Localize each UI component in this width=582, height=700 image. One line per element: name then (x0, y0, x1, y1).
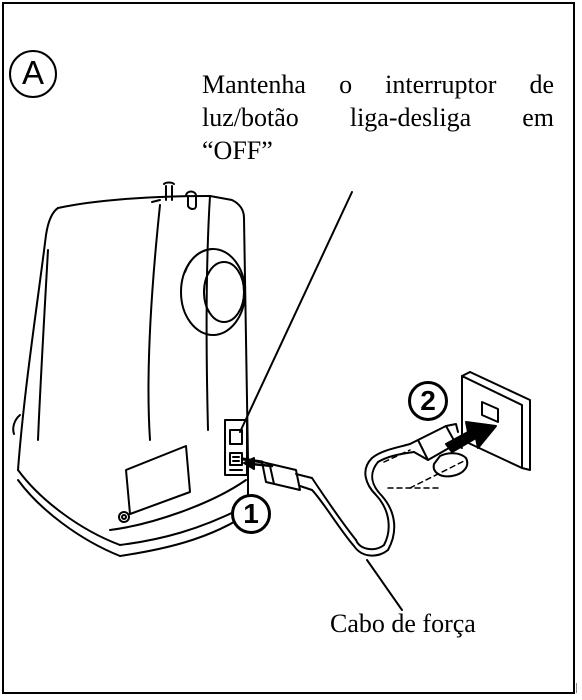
switch-leader-line (239, 191, 353, 433)
cord-leader-line (366, 559, 403, 611)
wall-plug-icon (409, 423, 469, 478)
panel-letter-label: A (9, 50, 57, 98)
illustration-frame (2, 2, 575, 694)
guide-dashes (383, 449, 467, 489)
arrow-1-head-icon (243, 457, 255, 470)
power-cord-caption: Cabo de força (330, 609, 476, 638)
instruction-line-3: “OFF” (202, 136, 273, 165)
step-2-badge: 2 (408, 381, 448, 421)
step-1-badge: 1 (231, 494, 271, 534)
edge-mark (576, 683, 577, 693)
instruction-line-2: luz/botão liga-desliga em (202, 103, 554, 132)
wall-outlet-icon (461, 371, 531, 471)
sewing-machine-icon (12, 181, 251, 557)
arrow-1-icon (250, 462, 274, 468)
arrow-2-icon (445, 421, 497, 453)
power-cord-icon (364, 443, 415, 551)
instruction-line-1: Mantenha o interruptor de (202, 70, 554, 99)
instruction-text: Mantenha o interruptor de luz/botão liga… (202, 68, 554, 167)
